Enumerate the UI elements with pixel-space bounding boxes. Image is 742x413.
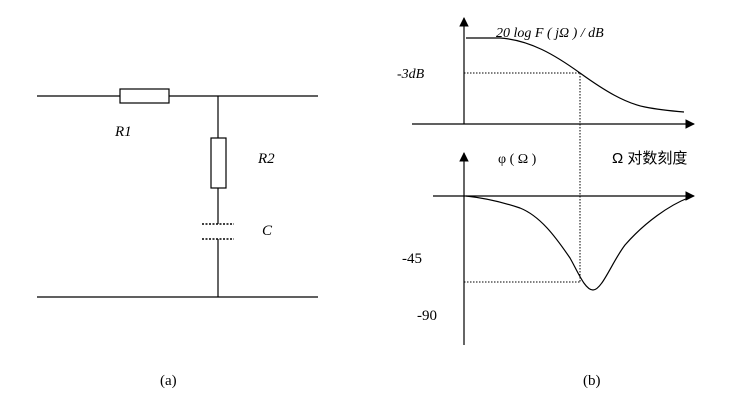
r2-resistor: [210, 137, 227, 189]
r2-label: R2: [257, 151, 275, 167]
tick-minus90: -90: [417, 308, 437, 324]
phase-axis-label: φ ( Ω ): [498, 152, 537, 167]
caption-b: (b): [583, 373, 601, 389]
minus3db-label: -3dB: [397, 67, 425, 82]
circuit-diagram: [37, 88, 318, 298]
tick-minus45: -45: [402, 251, 422, 267]
magnitude-plot: [412, 17, 695, 129]
c-label: C: [262, 223, 273, 239]
r1-resistor: [119, 88, 170, 104]
log-scale-note: Ω 对数刻度: [612, 150, 687, 167]
magnitude-curve: [466, 37, 685, 113]
magnitude-axis-label: 20 log F ( jΩ ) / dB: [496, 26, 604, 41]
r1-label: R1: [114, 124, 132, 140]
caption-a: (a): [160, 373, 177, 389]
phase-plot: [433, 152, 695, 345]
phase-curve: [465, 195, 689, 291]
